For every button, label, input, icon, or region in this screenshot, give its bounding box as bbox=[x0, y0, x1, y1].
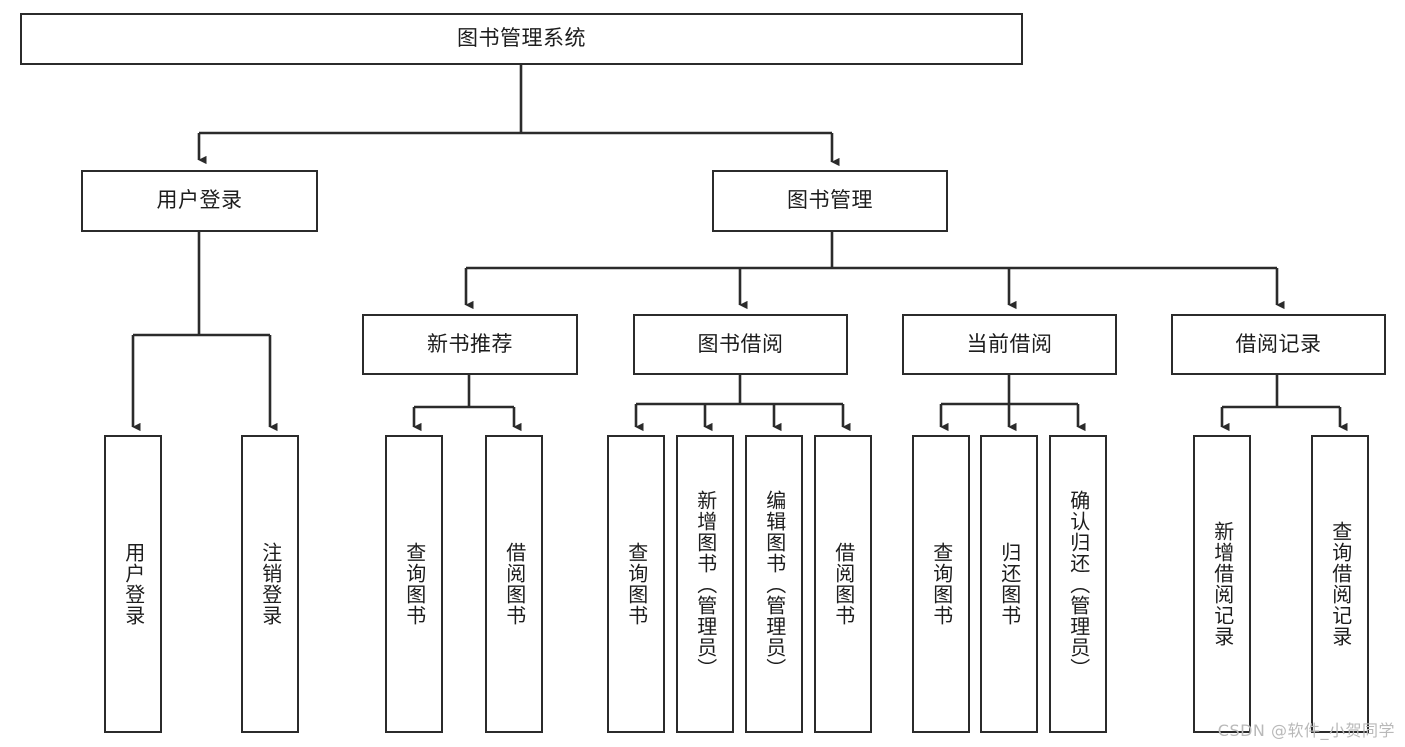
node-user-login-label: 用户登录 bbox=[156, 188, 243, 213]
node-leaf-query-borrow-record[interactable]: 查询借阅记录 bbox=[1311, 435, 1369, 733]
node-new-book-recommend-label: 新书推荐 bbox=[427, 331, 513, 356]
node-root[interactable]: 图书管理系统 bbox=[20, 13, 1023, 65]
node-current-borrow-label: 当前借阅 bbox=[966, 331, 1053, 356]
node-leaf-edit-book-admin[interactable]: 编辑图书（管理员） bbox=[745, 435, 803, 733]
node-book-borrow[interactable]: 图书借阅 bbox=[633, 314, 848, 375]
node-leaf-query-borrow-record-label: 查询借阅记录 bbox=[1328, 521, 1353, 647]
node-leaf-return-book-label: 归还图书 bbox=[997, 542, 1022, 626]
node-root-label: 图书管理系统 bbox=[457, 26, 586, 51]
node-book-management-label: 图书管理 bbox=[787, 188, 873, 213]
node-leaf-query-book-current[interactable]: 查询图书 bbox=[912, 435, 970, 733]
node-leaf-confirm-return-admin-label: 确认归还（管理员） bbox=[1066, 489, 1091, 679]
node-leaf-query-book-borrow[interactable]: 查询图书 bbox=[607, 435, 665, 733]
node-leaf-logout-label: 注销登录 bbox=[258, 542, 283, 626]
node-leaf-borrow-book-label: 借阅图书 bbox=[831, 542, 856, 626]
node-leaf-add-borrow-record[interactable]: 新增借阅记录 bbox=[1193, 435, 1251, 733]
node-current-borrow[interactable]: 当前借阅 bbox=[902, 314, 1117, 375]
node-leaf-add-book-admin[interactable]: 新增图书（管理员） bbox=[676, 435, 734, 733]
node-leaf-query-book-new[interactable]: 查询图书 bbox=[385, 435, 443, 733]
node-leaf-user-login[interactable]: 用户登录 bbox=[104, 435, 162, 733]
node-book-management[interactable]: 图书管理 bbox=[712, 170, 948, 232]
node-leaf-edit-book-admin-label: 编辑图书（管理员） bbox=[762, 489, 787, 679]
node-borrow-records[interactable]: 借阅记录 bbox=[1171, 314, 1386, 375]
node-leaf-borrow-book-new-label: 借阅图书 bbox=[502, 542, 527, 626]
node-leaf-borrow-book[interactable]: 借阅图书 bbox=[814, 435, 872, 733]
node-new-book-recommend[interactable]: 新书推荐 bbox=[362, 314, 578, 375]
node-leaf-add-borrow-record-label: 新增借阅记录 bbox=[1210, 521, 1235, 647]
node-leaf-query-book-borrow-label: 查询图书 bbox=[624, 542, 649, 626]
node-book-borrow-label: 图书借阅 bbox=[697, 331, 784, 356]
node-leaf-query-book-current-label: 查询图书 bbox=[929, 542, 954, 626]
node-leaf-user-login-label: 用户登录 bbox=[121, 542, 146, 626]
node-leaf-borrow-book-new[interactable]: 借阅图书 bbox=[485, 435, 543, 733]
node-leaf-logout[interactable]: 注销登录 bbox=[241, 435, 299, 733]
node-borrow-records-label: 借阅记录 bbox=[1235, 331, 1322, 356]
node-user-login[interactable]: 用户登录 bbox=[81, 170, 318, 232]
node-leaf-confirm-return-admin[interactable]: 确认归还（管理员） bbox=[1049, 435, 1107, 733]
node-leaf-query-book-new-label: 查询图书 bbox=[402, 542, 427, 626]
node-leaf-add-book-admin-label: 新增图书（管理员） bbox=[693, 489, 718, 679]
node-leaf-return-book[interactable]: 归还图书 bbox=[980, 435, 1038, 733]
